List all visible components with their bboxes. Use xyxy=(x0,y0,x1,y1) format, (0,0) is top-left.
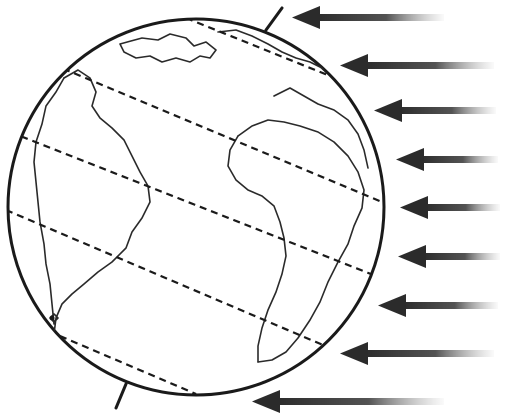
sun-ray-arrow xyxy=(292,6,444,29)
earth-axis-top xyxy=(266,8,282,30)
sun-ray-arrow xyxy=(340,54,494,77)
sun-ray-arrow xyxy=(340,342,494,365)
sun-ray-arrow xyxy=(252,390,444,413)
sun-ray-arrow xyxy=(396,148,498,171)
sun-ray-arrow xyxy=(378,294,498,317)
sun-ray-arrow xyxy=(374,99,496,122)
sun-ray-arrow xyxy=(398,245,500,268)
location-dot xyxy=(50,316,55,321)
earth-axis-bottom xyxy=(116,384,126,408)
sun-ray-arrow xyxy=(400,196,500,219)
